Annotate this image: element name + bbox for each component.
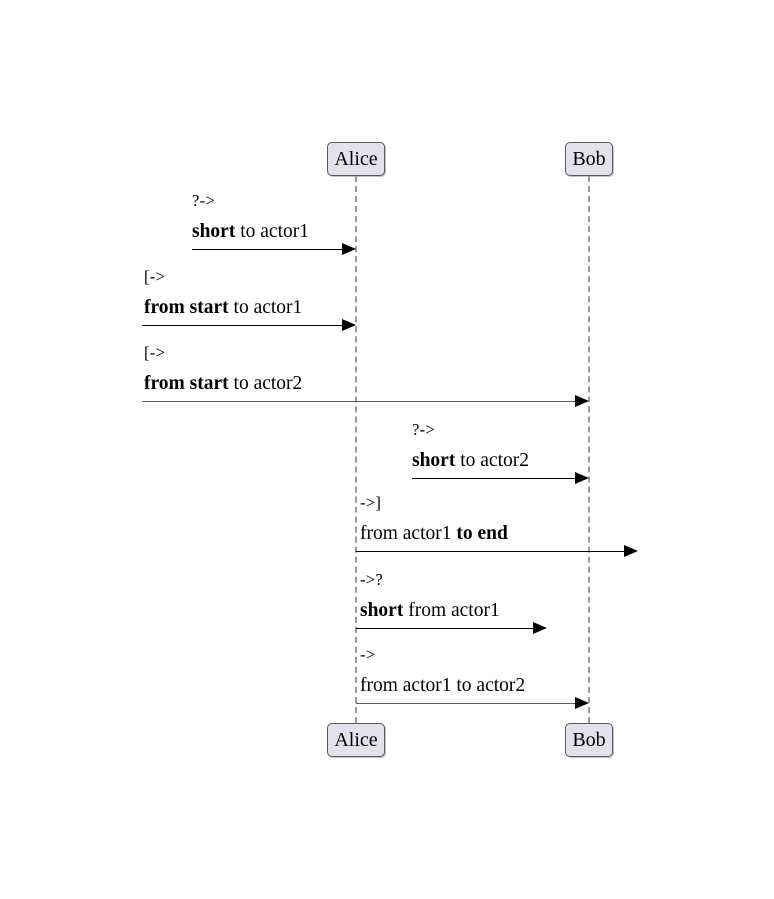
message-5-line: [356, 551, 624, 552]
message-2-arrowhead: [342, 319, 356, 331]
message-1-label-bold: short: [192, 221, 236, 242]
message-5-tag: ->]: [360, 493, 382, 512]
message-1-arrowhead: [342, 243, 356, 255]
message-3-label-bold: from start: [144, 373, 229, 394]
message-7-label: from actor1 to actor2: [360, 675, 526, 696]
message-6-arrowhead: [533, 622, 547, 634]
message-6-label: short from actor1: [360, 601, 500, 621]
message-4-tag: ?->: [412, 420, 436, 439]
message-4-line: [412, 478, 575, 479]
message-2-tag: [->: [144, 267, 166, 286]
actor-head-alice-label: Alice: [334, 148, 378, 170]
message-7-arrowhead: [575, 697, 589, 709]
message-1-line: [192, 249, 342, 250]
message-4-label-rest: to actor2: [455, 450, 529, 471]
message-5-label-rest: from actor1: [360, 523, 457, 544]
message-4-arrowhead: [575, 472, 589, 484]
message-3-label: from start to actor2: [144, 374, 302, 394]
message-7-tag: ->: [360, 645, 376, 664]
lifeline-bob: [588, 176, 590, 723]
message-1-tag: ?->: [192, 191, 216, 210]
message-2-label-rest: to actor1: [228, 297, 303, 318]
message-2-line: [142, 325, 342, 326]
actor-head-alice[interactable]: Alice: [327, 142, 385, 176]
message-4-label-bold: short: [412, 450, 456, 471]
message-2-label-bold: from start: [144, 297, 229, 318]
lifeline-alice: [355, 176, 357, 723]
actor-foot-bob-label: Bob: [572, 729, 606, 751]
actor-head-bob[interactable]: Bob: [565, 142, 613, 176]
message-5-label-bold: to end: [456, 523, 508, 544]
message-1-label-rest: to actor1: [235, 221, 309, 242]
message-6-label-bold: short: [360, 600, 404, 621]
actor-head-bob-label: Bob: [572, 148, 606, 170]
message-7-line: [356, 703, 575, 704]
message-2-label: from start to actor1: [144, 298, 302, 318]
actor-foot-alice-label: Alice: [334, 729, 378, 751]
message-3-line: [142, 401, 575, 402]
message-5-arrowhead: [624, 545, 638, 557]
message-3-tag: [->: [144, 343, 166, 362]
message-5-label: from actor1 to end: [360, 524, 508, 544]
message-6-label-rest: from actor1: [403, 600, 500, 621]
actor-foot-bob[interactable]: Bob: [565, 723, 613, 757]
message-6-line: [356, 628, 533, 629]
message-1-label: short to actor1: [192, 222, 309, 242]
message-4-label: short to actor2: [412, 451, 529, 471]
message-6-tag: ->?: [360, 570, 384, 589]
actor-foot-alice[interactable]: Alice: [327, 723, 385, 757]
message-3-label-rest: to actor2: [228, 373, 303, 394]
message-3-arrowhead: [575, 395, 589, 407]
